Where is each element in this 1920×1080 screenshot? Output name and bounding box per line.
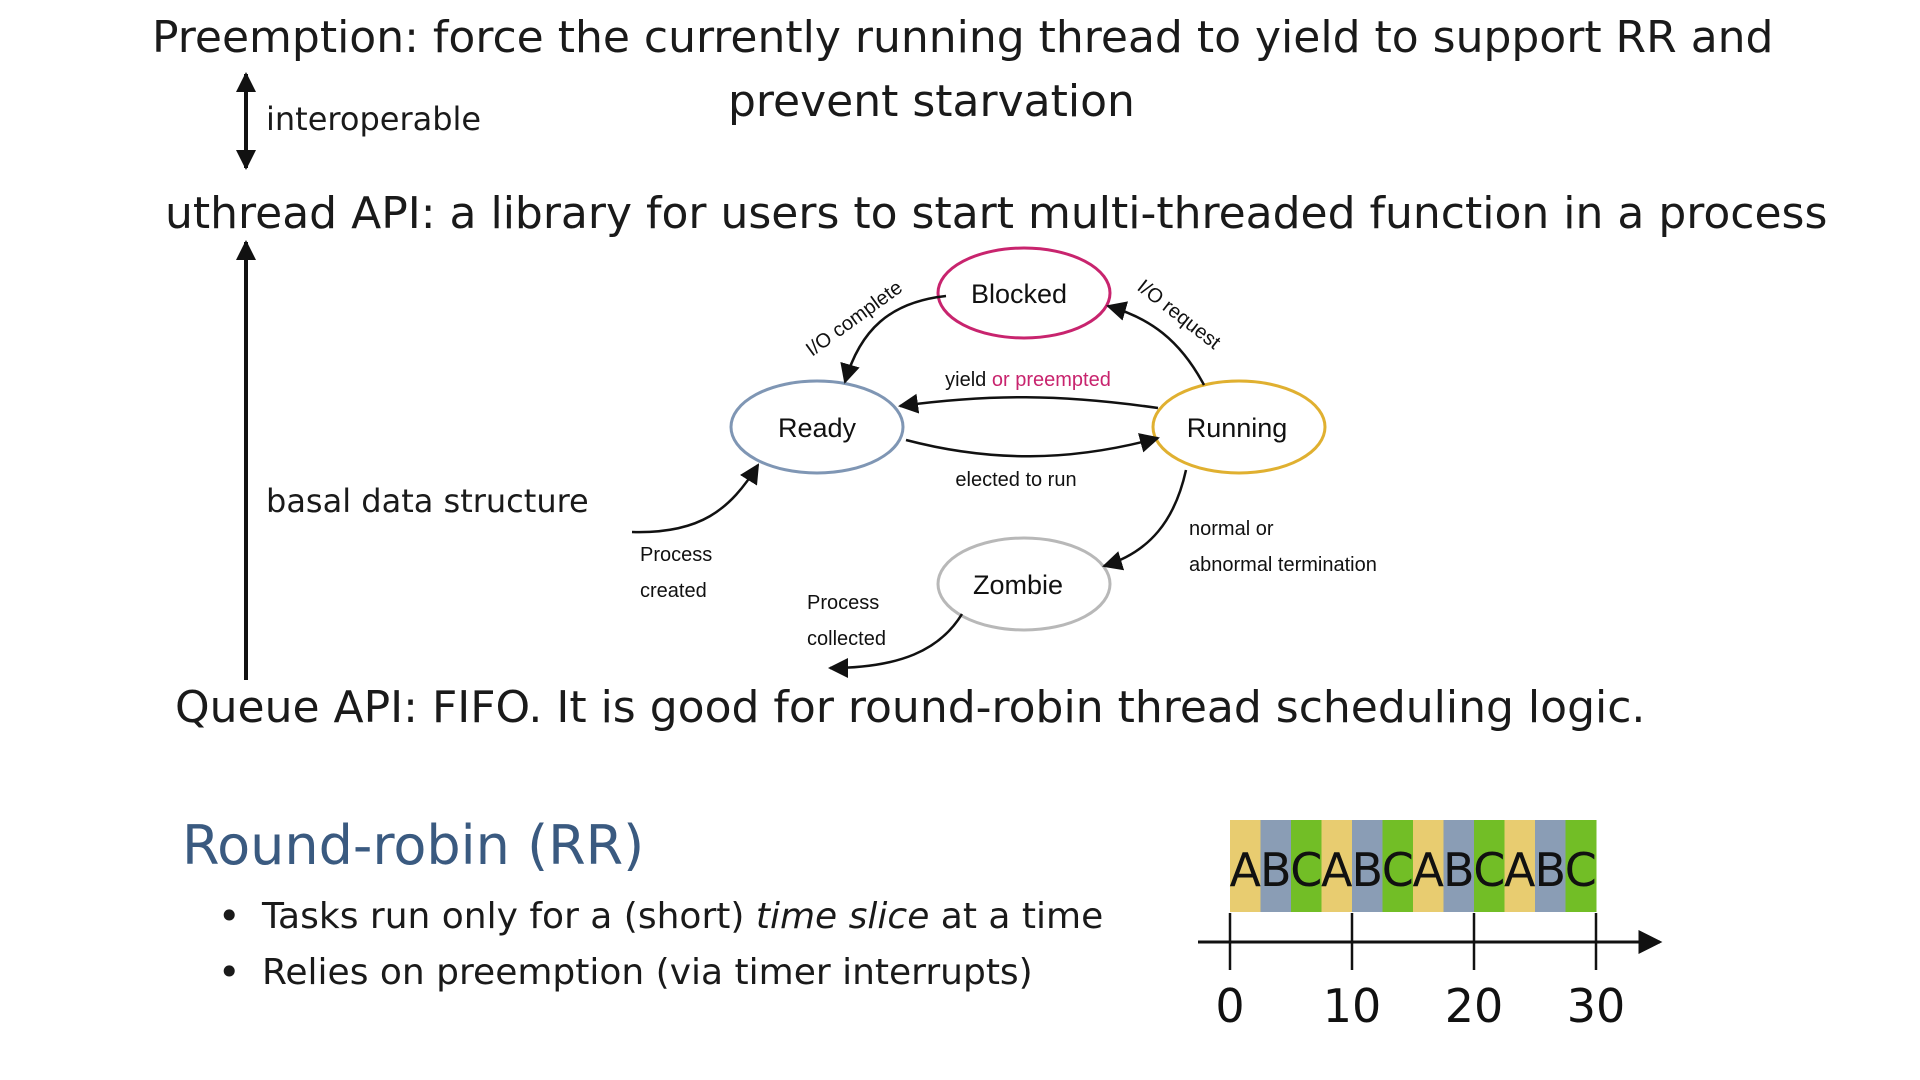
timeline-slice-7	[1443, 820, 1475, 912]
rr-title: Round-robin (RR)	[182, 814, 645, 877]
timeline-tick-label-2: 20	[1445, 979, 1504, 1033]
timeline-slice-0	[1230, 820, 1261, 912]
timeline-slice-1	[1260, 820, 1292, 912]
timeline-slice-label-8: C	[1473, 843, 1505, 897]
timeline-slice-9	[1504, 820, 1536, 912]
arrow-process-collected	[828, 613, 964, 678]
state-blocked	[936, 246, 1112, 340]
arrow-process-created	[631, 463, 760, 534]
label-collected-1: Process	[807, 592, 879, 614]
rr-bullet-1-pre: Tasks run only for a (short)	[262, 896, 756, 937]
state-zombie-label: Zombie	[973, 570, 1063, 600]
preemption-line-1: Preemption: force the currently running …	[152, 12, 1774, 63]
state-running-label: Running	[1187, 413, 1288, 443]
timeline-slice-3	[1321, 820, 1353, 912]
timeline-slice-label-0: A	[1230, 843, 1262, 897]
arrow-io-complete	[840, 294, 947, 384]
timeline-slice-6	[1413, 820, 1444, 912]
rr-bullet-1-post: at a time	[929, 896, 1104, 937]
timeline-slice-4	[1352, 820, 1383, 912]
timeline-slice-label-3: A	[1321, 843, 1353, 897]
label-term-1: normal or	[1189, 518, 1274, 540]
label-yield: yield or preempted	[945, 369, 1111, 391]
label-collected-2: collected	[807, 628, 886, 650]
arrow-yield	[898, 393, 1159, 414]
state-ready	[729, 379, 905, 475]
timeline-slice-10	[1535, 820, 1566, 912]
uthread-api-title: uthread API: a library for users to star…	[165, 188, 1828, 239]
basal-label: basal data structure	[266, 482, 589, 520]
label-created-2: created	[640, 580, 707, 602]
rr-bullet-list: Tasks run only for a (short) time slice …	[218, 894, 1104, 1008]
timeline-slice-label-5: C	[1382, 843, 1414, 897]
arrow-elected	[905, 433, 1160, 458]
label-term-2: abnormal termination	[1189, 554, 1377, 576]
timeline-slice-label-10: B	[1534, 843, 1566, 897]
label-elected: elected to run	[955, 469, 1076, 491]
state-ready-label: Ready	[778, 413, 857, 443]
rr-bullet-2: Relies on preemption (via timer interrup…	[218, 950, 1103, 1008]
timeline-slice-label-11: C	[1565, 843, 1597, 897]
timeline-slice-label-4: B	[1351, 843, 1383, 897]
arrow-termination	[1102, 469, 1188, 571]
label-yield-word: yield	[945, 369, 986, 391]
interoperable-label: interoperable	[266, 100, 482, 138]
preemption-line-2: prevent starvation	[728, 76, 1135, 127]
label-or-preempted: or preempted	[986, 369, 1111, 391]
state-running	[1151, 379, 1327, 475]
timeline-slice-2	[1291, 820, 1322, 912]
queue-api-title: Queue API: FIFO. It is good for round-ro…	[175, 682, 1646, 733]
timeline-tick-label-1: 10	[1323, 979, 1382, 1033]
state-zombie	[936, 536, 1112, 632]
timeline-ticks: 0 10 20 30	[1215, 913, 1625, 1033]
timeline-slice-label-6: A	[1413, 843, 1445, 897]
timeline-slice-11	[1565, 820, 1597, 912]
state-blocked-label: Blocked	[971, 279, 1067, 309]
rr-bullet-1: Tasks run only for a (short) time slice …	[218, 894, 1104, 952]
timeline-slice-label-9: A	[1504, 843, 1536, 897]
timeline-slice-label-1: B	[1260, 843, 1292, 897]
timeline-slice-8	[1474, 820, 1505, 912]
timeline-tick-label-3: 30	[1567, 979, 1626, 1033]
timeline-slice-label-2: C	[1290, 843, 1322, 897]
rr-bullet-1-em: time slice	[755, 896, 930, 937]
timeline-slice-label-7: B	[1443, 843, 1475, 897]
arrow-io-request	[1106, 301, 1206, 386]
timeline-tick-label-0: 0	[1215, 979, 1244, 1033]
label-created-1: Process	[640, 544, 712, 566]
timeline-slice-5	[1382, 820, 1414, 912]
